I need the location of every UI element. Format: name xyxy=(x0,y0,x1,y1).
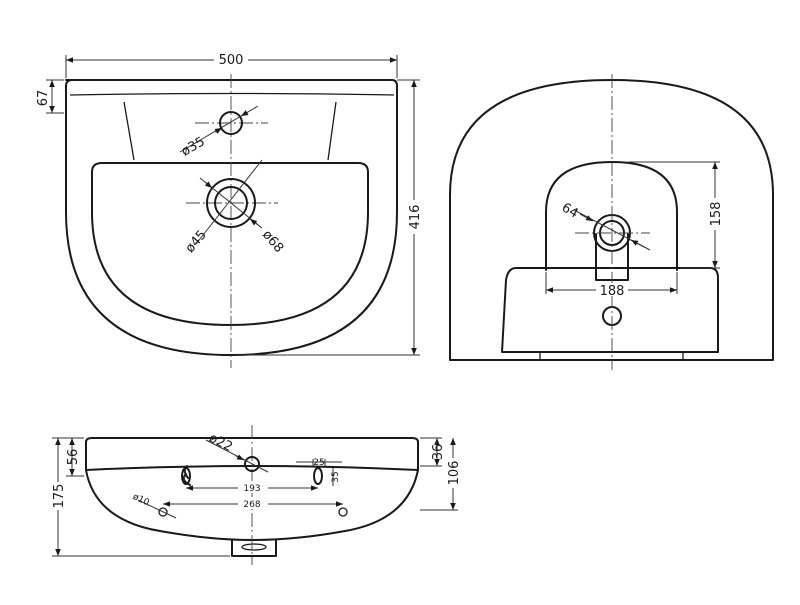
dim-106: 106 xyxy=(447,461,462,486)
top-view-tap-hole xyxy=(219,111,243,135)
back-view-mount-block xyxy=(501,267,719,353)
top-view-deck-left xyxy=(123,101,135,161)
side-view-fix-left xyxy=(158,507,168,517)
dim-56: 56 xyxy=(66,449,81,466)
side-view-slot-left xyxy=(182,465,191,486)
dim-500: 500 xyxy=(219,53,244,68)
dim-188: 188 xyxy=(600,284,625,299)
dim-10: ø10 xyxy=(131,492,151,508)
dim-416: 416 xyxy=(408,205,423,230)
top-view-rim-edge xyxy=(69,92,395,96)
dim-175: 175 xyxy=(52,484,67,509)
dim-268: 268 xyxy=(243,500,260,510)
top-view-waste-inner xyxy=(214,186,248,220)
leader-10 xyxy=(137,499,177,519)
dim-35: 35 xyxy=(331,471,341,482)
dim-68: ø68 xyxy=(259,228,286,256)
side-view-slot-left-ring xyxy=(181,467,191,485)
top-view-waste-outer xyxy=(206,178,256,228)
top-view-bowl xyxy=(91,162,369,326)
dim-25: 25 xyxy=(313,458,324,468)
side-view: ø22 25 35 193 268 ø10 175 56 36 xyxy=(51,425,462,565)
top-view: 500 67 416 ø35 ø45 ø68 xyxy=(36,52,423,368)
side-view-deck xyxy=(85,437,419,471)
side-view-waste-spigot xyxy=(231,539,277,557)
side-view-fix-right xyxy=(338,507,348,517)
side-view-tap-hole xyxy=(244,456,260,472)
dim-64: 64 xyxy=(559,200,581,221)
leader-45 xyxy=(195,159,263,245)
back-view: 188 158 64 xyxy=(449,74,774,370)
side-view-slot-right-ring xyxy=(313,467,323,485)
dim-158: 158 xyxy=(709,202,724,227)
dim-22: ø22 xyxy=(206,431,235,455)
dim-193: 193 xyxy=(243,484,260,494)
top-view-deck-right xyxy=(327,101,337,161)
dim-67: 67 xyxy=(36,90,51,107)
back-view-outline xyxy=(449,79,774,361)
dim-36: 36 xyxy=(431,444,446,461)
